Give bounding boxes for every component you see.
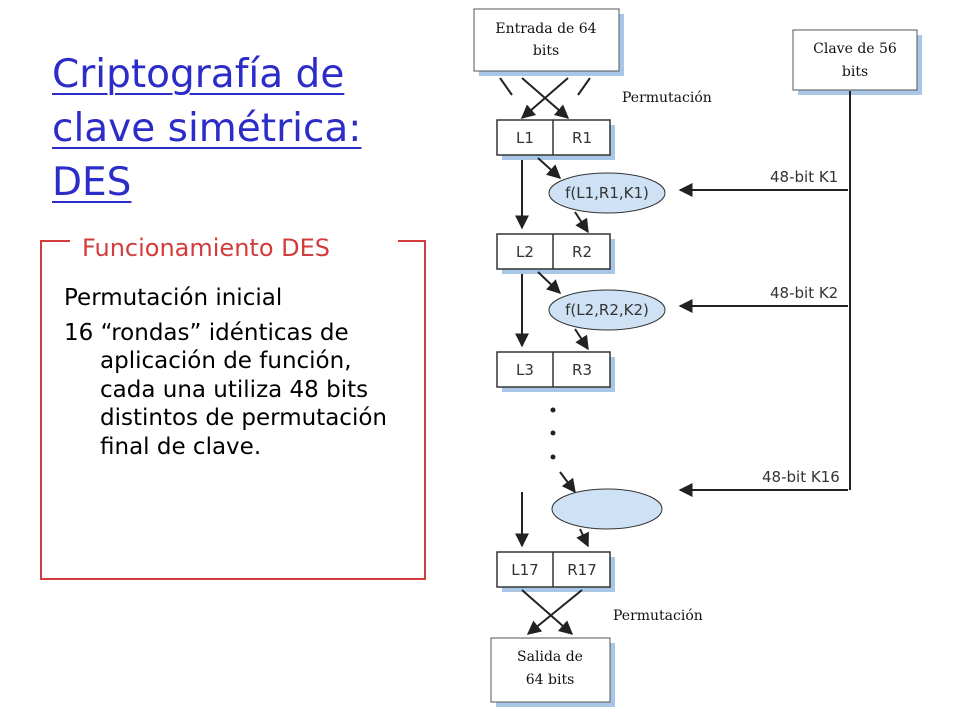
round-3-right: R3 [572,361,592,379]
round-2-right-to-f-arrow [537,271,562,294]
round-2-f-to-r3-arrow [574,328,589,351]
bullet-item: 16 “rondas” idénticas de aplicación de f… [64,319,387,460]
round-1-right-to-f-arrow [537,157,562,179]
round-2-func-label: f(L2,R2,K2) [565,301,649,319]
round-16-key-label: 48-bit K16 [762,468,840,486]
round-16-function [551,488,663,530]
page-title: Criptografía de clave simétrica: DES [52,52,362,205]
round-1-key-label: 48-bit K1 [770,168,838,186]
bullet-list: Permutación inicial 16 “rondas” idéntica… [64,284,414,467]
round-3-left: L3 [516,361,534,379]
output-box-line1: Salida de [517,649,583,665]
final-left: L17 [511,561,538,579]
key-box-line1: Clave de 56 [813,41,897,57]
round-1-f-to-r2-arrow [574,211,589,234]
final-right: R17 [567,561,597,579]
bullet-item: Permutación inicial [64,285,283,311]
output-box-line2: 64 bits [526,672,575,688]
round-3-pair: L3 R3 [496,351,615,392]
round-2-pair: L2 R2 [496,233,615,274]
permutation-label-top: Permutación [622,90,712,106]
round-16-f-to-r17-arrow [576,528,589,548]
final-pair: L17 R17 [496,551,615,592]
section-frame-top-left [40,240,70,242]
key-box: Clave de 56 bits [792,29,922,95]
output-box: Salida de 64 bits [490,637,615,707]
continuation-dots [550,407,556,460]
initial-permutation-arrows [499,77,591,119]
round-1-func-label: f(L1,R1,K1) [565,184,649,202]
section-frame-top-right [398,240,426,242]
input-box-line1: Entrada de 64 [495,21,596,37]
round-2-function: f(L2,R2,K2) [548,289,666,331]
round-2-right: R2 [572,243,592,261]
round-1-right: R1 [572,129,592,147]
section-title: Funcionamiento DES [82,234,331,262]
key-box-line2: bits [842,64,868,80]
round-2-left: L2 [516,243,534,261]
permutation-label-bottom: Permutación [613,608,703,624]
final-permutation-arrows [521,589,583,635]
round-1-left: L1 [516,129,534,147]
round-1-function: f(L1,R1,K1) [548,172,666,214]
round-2-key-label: 48-bit K2 [770,284,838,302]
input-box-line2: bits [533,43,559,59]
section-frame [40,240,426,580]
round-16-in-arrow [559,471,576,494]
input-box: Entrada de 64 bits [473,8,624,76]
round-1-pair: L1 R1 [496,119,615,160]
